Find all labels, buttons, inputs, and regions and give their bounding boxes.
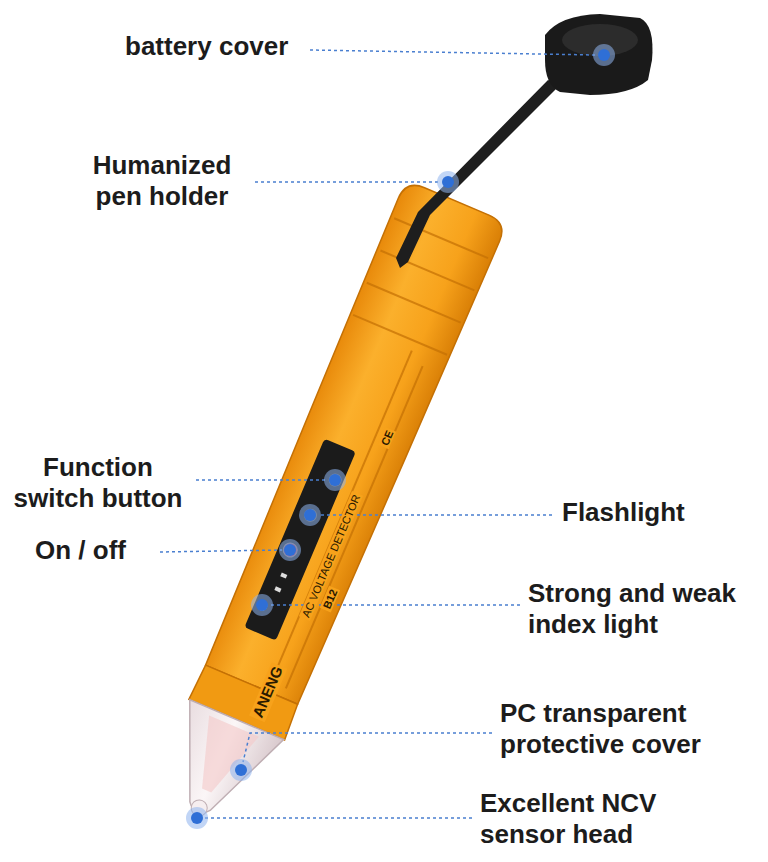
part-label: Strong and weak index light bbox=[528, 578, 764, 640]
part-label: battery cover bbox=[125, 31, 325, 62]
part-label: PC transparent protective cover bbox=[500, 698, 750, 760]
part-label: Excellent NCV sensor head bbox=[480, 788, 710, 850]
part-label: Flashlight bbox=[562, 497, 762, 528]
battery-cover bbox=[396, 14, 653, 268]
part-label: Function switch button bbox=[0, 452, 196, 514]
part-label: Humanized pen holder bbox=[72, 150, 252, 212]
pen-body bbox=[145, 180, 507, 837]
part-label: On / off bbox=[35, 535, 165, 566]
